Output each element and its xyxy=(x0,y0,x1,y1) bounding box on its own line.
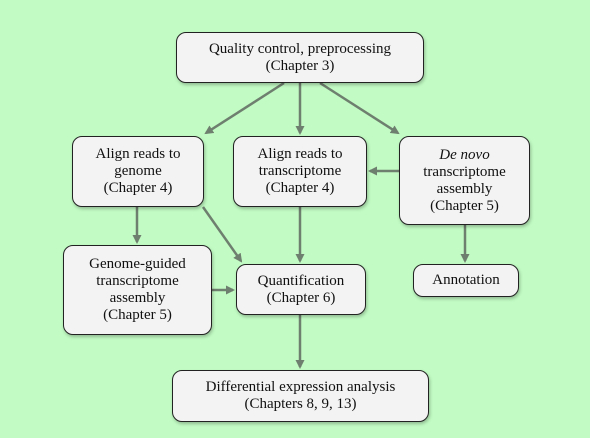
node-annotation: Annotation xyxy=(413,264,519,297)
node-genome-guided-assembly-line4: (Chapter 5) xyxy=(103,307,172,323)
node-de-novo-assembly-line2: transcriptome xyxy=(423,163,506,180)
node-differential-expression-line1: Differential expression analysis xyxy=(205,379,396,395)
node-align-reads-genome: Align reads to genome (Chapter 4) xyxy=(72,136,204,207)
node-quality-control: Quality control, preprocessing (Chapter … xyxy=(176,32,424,83)
node-differential-expression-line2: (Chapters 8, 9, 13) xyxy=(244,396,357,412)
node-align-reads-genome-line2: genome xyxy=(114,163,162,179)
node-de-novo-assembly: De novo transcriptome assembly (Chapter … xyxy=(399,136,530,225)
node-quality-control-line1: Quality control, preprocessing xyxy=(208,40,392,57)
node-align-reads-transcriptome-line2: transcriptome xyxy=(258,163,342,179)
node-de-novo-assembly-line3: assembly xyxy=(436,180,493,197)
arrow-align-genome-to-quantification xyxy=(201,206,243,263)
node-annotation-line1: Annotation xyxy=(432,272,500,288)
node-align-reads-genome-line3: (Chapter 4) xyxy=(103,180,173,196)
node-de-novo-assembly-line4: (Chapter 5) xyxy=(430,197,499,214)
node-align-reads-transcriptome-line3: (Chapter 4) xyxy=(265,180,335,196)
node-align-reads-genome-line1: Align reads to xyxy=(95,146,181,162)
node-quantification: Quantification (Chapter 6) xyxy=(236,264,366,315)
arrow-qc-to-align-genome xyxy=(204,81,285,135)
node-genome-guided-assembly-line2: transcriptome xyxy=(96,273,179,289)
node-quantification-line2: (Chapter 6) xyxy=(266,289,336,306)
node-genome-guided-assembly-line3: assembly xyxy=(109,290,166,306)
node-align-reads-transcriptome: Align reads to transcriptome (Chapter 4) xyxy=(233,136,367,207)
node-genome-guided-assembly-line1: Genome-guided xyxy=(89,256,186,272)
node-de-novo-assembly-line1: De novo xyxy=(439,146,490,163)
node-genome-guided-assembly: Genome-guided transcriptome assembly (Ch… xyxy=(63,245,212,335)
node-quantification-line1: Quantification xyxy=(257,272,345,289)
node-quality-control-line2: (Chapter 3) xyxy=(265,57,335,74)
node-differential-expression: Differential expression analysis (Chapte… xyxy=(172,370,429,422)
arrow-qc-to-de-novo xyxy=(319,81,400,135)
node-align-reads-transcriptome-line1: Align reads to xyxy=(257,146,343,162)
